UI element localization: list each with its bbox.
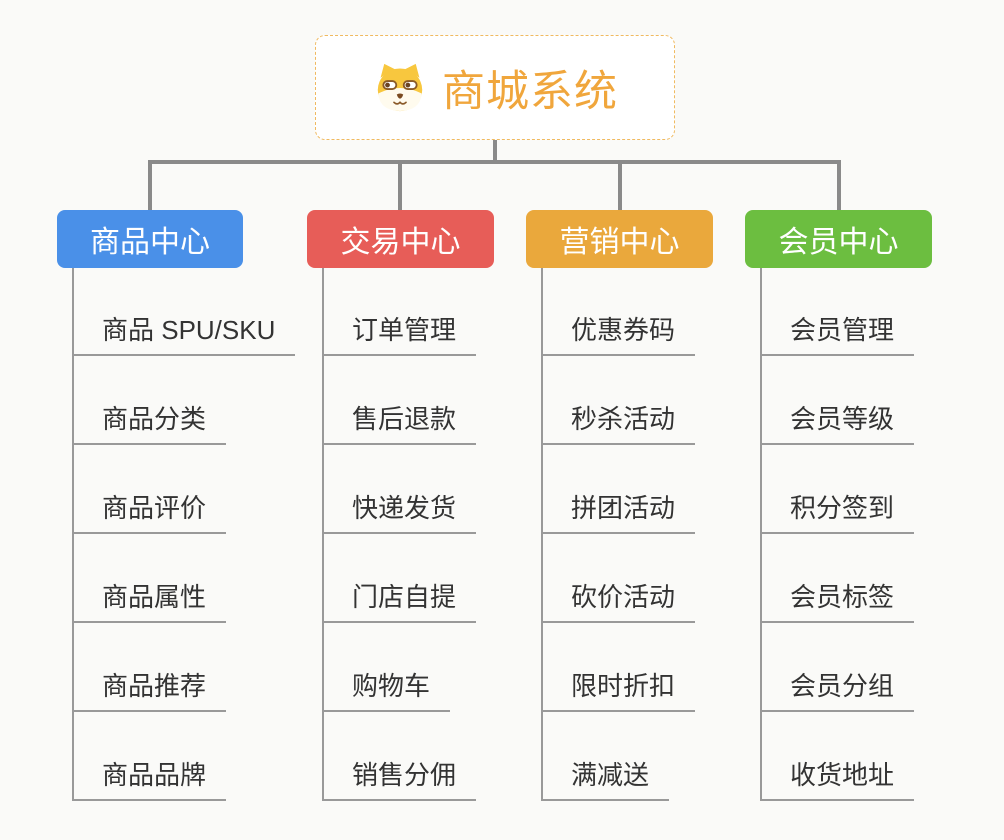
branch-node-label: 会员中心 — [778, 226, 899, 259]
leaf-node[interactable]: 售后退款 — [322, 404, 477, 445]
leaf-node[interactable]: 拼团活动 — [541, 493, 696, 534]
leaf-node[interactable]: 砍价活动 — [541, 582, 696, 623]
branch-node-label: 交易中心 — [340, 226, 461, 259]
leaf-node[interactable]: 收货地址 — [760, 760, 915, 801]
connector-root-stem — [493, 140, 497, 164]
connector-drop-member — [837, 160, 841, 212]
leaf-node[interactable]: 秒杀活动 — [541, 404, 696, 445]
leaf-node[interactable]: 门店自提 — [322, 582, 477, 623]
leaf-node[interactable]: 快递发货 — [322, 493, 477, 534]
leaf-node[interactable]: 限时折扣 — [541, 671, 696, 712]
branch-node-label: 商品中心 — [90, 226, 210, 259]
leaf-node[interactable]: 商品属性 — [72, 582, 227, 623]
branch-node-marketing-center[interactable]: 营销中心 — [526, 210, 713, 268]
connector-drop-trade — [398, 160, 402, 212]
leaf-node[interactable]: 会员分组 — [760, 671, 915, 712]
leaf-node[interactable]: 满减送 — [541, 760, 670, 801]
leaf-node[interactable]: 商品评价 — [72, 493, 227, 534]
leaf-node[interactable]: 销售分佣 — [322, 760, 477, 801]
leaf-node[interactable]: 商品品牌 — [72, 760, 227, 801]
leaf-node[interactable]: 会员等级 — [760, 404, 915, 445]
connector-drop-product — [148, 160, 152, 212]
leaf-node[interactable]: 订单管理 — [322, 315, 477, 356]
leaf-node[interactable]: 积分签到 — [760, 493, 915, 534]
root-node-label: 商城系统 — [442, 67, 618, 116]
leaf-node[interactable]: 商品推荐 — [72, 671, 227, 712]
branch-node-trade-center[interactable]: 交易中心 — [307, 210, 494, 268]
leaf-node[interactable]: 会员管理 — [760, 315, 915, 356]
branch-node-member-center[interactable]: 会员中心 — [745, 210, 932, 268]
branch-node-product-center[interactable]: 商品中心 — [57, 210, 243, 268]
dog-icon — [377, 63, 423, 111]
connector-horizontal-bus — [148, 160, 841, 164]
leaf-node[interactable]: 商品 SPU/SKU — [72, 315, 296, 356]
connector-drop-marketing — [618, 160, 622, 212]
branch-node-label: 营销中心 — [559, 226, 680, 259]
leaf-node[interactable]: 优惠券码 — [541, 315, 696, 356]
leaf-node[interactable]: 会员标签 — [760, 582, 915, 623]
root-node[interactable]: 商城系统 — [315, 35, 675, 140]
leaf-node[interactable]: 购物车 — [322, 671, 451, 712]
leaf-node[interactable]: 商品分类 — [72, 404, 227, 445]
